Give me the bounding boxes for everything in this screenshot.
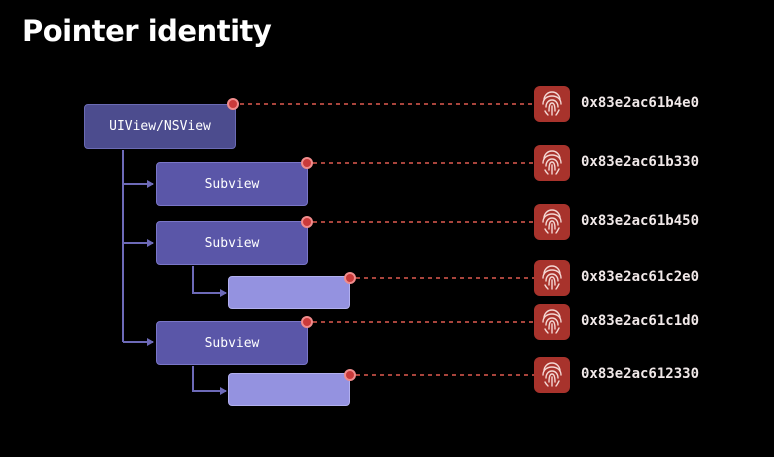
leaf-subview-node-1: [228, 276, 350, 309]
tree-lines: [122, 150, 227, 395]
pointer-address-4: 0x83e2ac61c2e0: [581, 269, 700, 285]
fingerprint-icon: [534, 86, 570, 122]
pointer-dot-2: [301, 157, 313, 169]
fingerprint-icon: [534, 260, 570, 296]
pointer-lines: [240, 103, 534, 376]
leaf-subview-node-2: [228, 373, 350, 406]
branch-leaf-2: [192, 366, 227, 395]
root-view-node: UIView/NSView: [84, 104, 236, 149]
pointer-address-5: 0x83e2ac61c1d0: [581, 313, 700, 329]
pointer-dot-5: [301, 316, 313, 328]
subview-node-1: Subview: [156, 162, 308, 206]
pointer-address-2: 0x83e2ac61b330: [581, 154, 700, 170]
branch-leaf-1: [192, 266, 227, 297]
pointer-dot-4: [344, 272, 356, 284]
subview-node-3: Subview: [156, 321, 308, 365]
subview-label-1: Subview: [204, 176, 260, 192]
subview-label-3: Subview: [204, 335, 260, 351]
page-title: Pointer identity: [22, 14, 272, 48]
subview-node-2: Subview: [156, 221, 308, 265]
pointer-dot-6: [344, 369, 356, 381]
subview-label-2: Subview: [204, 235, 260, 251]
fingerprint-icon: [534, 145, 570, 181]
pointer-address-1: 0x83e2ac61b4e0: [581, 95, 700, 111]
pointer-dot-1: [227, 98, 239, 110]
pointer-address-6: 0x83e2ac612330: [581, 366, 700, 382]
root-view-label: UIView/NSView: [109, 119, 211, 134]
pointer-address-3: 0x83e2ac61b450: [581, 213, 700, 229]
pointer-dot-3: [301, 216, 313, 228]
fingerprint-icon: [534, 204, 570, 240]
fingerprint-icon: [534, 357, 570, 393]
fingerprint-icon: [534, 304, 570, 340]
